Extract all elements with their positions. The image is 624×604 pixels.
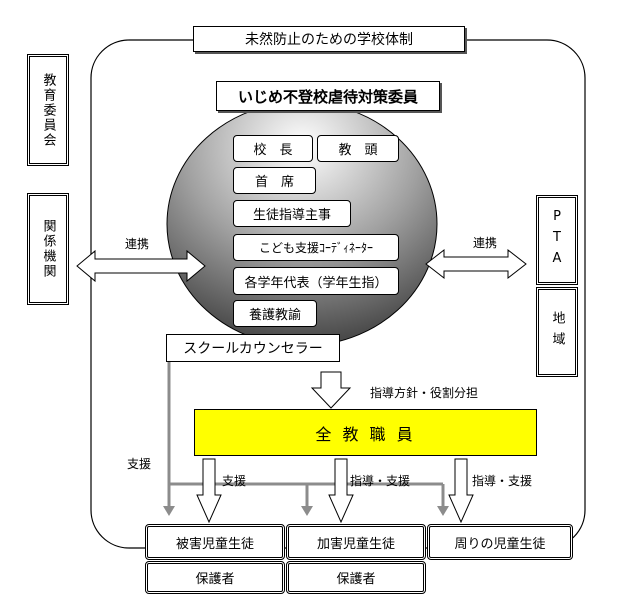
support-arrow-2	[328, 458, 354, 524]
member-child-support: こども支援ｺｰﾃﾞｨﾈｰﾀｰ	[233, 234, 399, 261]
member-head-teacher: 首 席	[233, 167, 316, 194]
guardian-perpetrator: 保護者	[286, 561, 426, 594]
member-guidance: 生徒指導主事	[233, 200, 351, 227]
all-staff-box: 全 教 職 員	[194, 409, 537, 456]
school-counselor: スクールカウンセラー	[166, 334, 340, 362]
pta-box: PTA	[536, 195, 578, 285]
left-support-label: 支援	[127, 457, 152, 471]
guardian-victim: 保護者	[145, 561, 285, 594]
related-agencies: 関係機関	[27, 193, 69, 305]
community-box: 地域	[536, 287, 578, 377]
right-link-arrow	[425, 248, 527, 280]
member-principal: 校 長	[233, 135, 313, 162]
policy-down-arrow	[310, 371, 352, 409]
victim-students: 被害児童生徒	[145, 524, 285, 560]
board-of-education: 教育委員会	[27, 54, 69, 166]
perpetrator-students: 加害児童生徒	[286, 524, 426, 560]
member-grade-reps: 各学年代表（学年生指）	[233, 267, 399, 295]
left-link-label: 連携	[125, 237, 150, 251]
guidance-policy-label: 指導方針・役割分担	[370, 386, 479, 400]
member-nurse: 養護教諭	[233, 300, 317, 327]
member-vice-principal: 教 頭	[317, 135, 399, 162]
right-link-label: 連携	[473, 236, 498, 250]
support-label: 支援	[222, 474, 247, 488]
support-arrow-3	[448, 458, 474, 524]
committee-title: いじめ不登校虐待対策委員	[216, 81, 440, 111]
diagram-title: 未然防止のための学校体制	[193, 26, 465, 52]
guide-support-label-2: 指導・支援	[472, 474, 533, 488]
support-arrow-1	[196, 458, 222, 524]
guide-support-label-1: 指導・支援	[350, 474, 411, 488]
left-link-arrow	[76, 249, 206, 283]
surrounding-students: 周りの児童生徒	[427, 524, 573, 560]
